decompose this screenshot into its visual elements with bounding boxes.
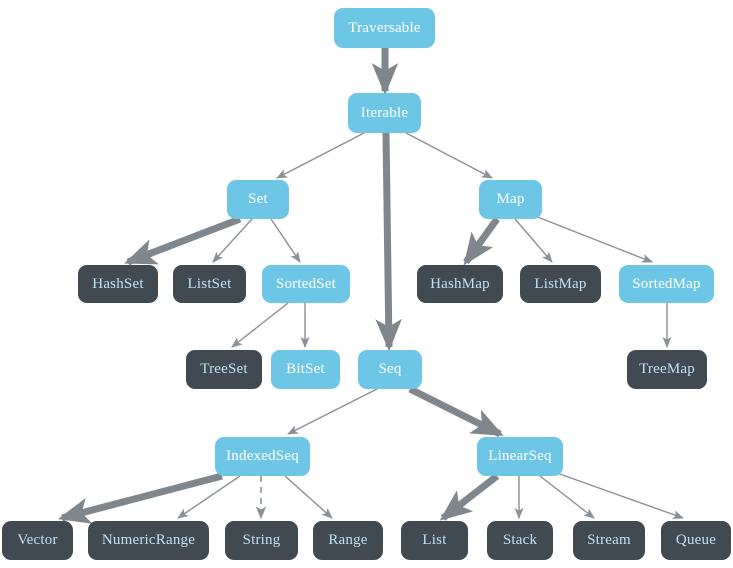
edge-seq-to-linearseq (408, 385, 504, 438)
node-linearseq[interactable]: LinearSeq (477, 437, 563, 476)
node-hashset[interactable]: HashSet (78, 265, 158, 303)
node-treemap[interactable]: TreeMap (627, 350, 707, 389)
node-stream[interactable]: Stream (573, 521, 645, 560)
edge-map-to-listmap (514, 218, 553, 263)
node-map[interactable]: Map (479, 180, 542, 219)
edges (57, 48, 685, 524)
edge-linearseq-to-list (439, 473, 500, 521)
edge-iterable-to-map (405, 132, 493, 179)
node-treeset[interactable]: TreeSet (186, 350, 262, 389)
node-label: Vector (17, 532, 58, 548)
node-label: NumericRange (101, 532, 196, 548)
node-traversable[interactable]: Traversable (334, 8, 435, 48)
node-label: Set (248, 191, 268, 207)
node-bitset[interactable]: BitSet (271, 350, 340, 389)
edge-sortedset-to-treeset (231, 302, 289, 348)
node-label: TreeSet (200, 361, 248, 377)
node-seq[interactable]: Seq (358, 350, 422, 389)
node-label: TreeMap (639, 361, 695, 377)
node-sortedmap[interactable]: SortedMap (619, 265, 714, 303)
node-sortedset[interactable]: SortedSet (262, 265, 350, 303)
node-label: Iterable (360, 104, 409, 121)
node-label: IndexedSeq (226, 448, 299, 464)
node-label: String (242, 532, 281, 548)
node-listmap[interactable]: ListMap (520, 265, 601, 303)
node-label: SortedSet (275, 275, 337, 292)
node-listset[interactable]: ListSet (173, 265, 246, 303)
edge-indexedseq-to-vector (57, 472, 223, 524)
node-label: LinearSeq (488, 448, 552, 464)
node-string[interactable]: String (225, 521, 298, 560)
node-label: Queue (675, 532, 717, 548)
edge-set-to-hashset (124, 215, 242, 266)
node-indexedseq[interactable]: IndexedSeq (215, 437, 310, 476)
node-stack[interactable]: Stack (487, 521, 553, 560)
node-label: HashMap (430, 275, 490, 292)
node-label: List (422, 532, 447, 548)
edge-linearseq-to-stream (539, 475, 595, 519)
node-iterable[interactable]: Iterable (348, 93, 421, 133)
node-label: ListSet (187, 275, 232, 292)
node-label: Map (496, 191, 525, 207)
edge-indexedseq-to-range (284, 475, 333, 519)
edge-map-to-sortedmap (534, 215, 654, 263)
node-label: ListMap (534, 275, 587, 292)
node-label: BitSet (286, 361, 325, 377)
node-list[interactable]: List (401, 521, 468, 560)
edge-indexedseq-to-numericrange (177, 475, 241, 519)
edge-seq-to-indexedseq (287, 388, 378, 435)
node-label: HashSet (92, 275, 144, 292)
node-label: Stack (502, 532, 538, 548)
node-vector[interactable]: Vector (2, 521, 73, 560)
node-label: Seq (378, 361, 402, 377)
edge-iterable-to-seq (375, 132, 402, 352)
edge-iterable-to-set (276, 132, 365, 179)
node-numericrange[interactable]: NumericRange (88, 521, 209, 560)
node-label: SortedMap (632, 275, 701, 292)
edge-map-to-hashmap (463, 216, 500, 266)
node-set[interactable]: Set (227, 180, 289, 219)
edge-linearseq-to-queue (556, 472, 685, 519)
node-hashmap[interactable]: HashMap (417, 265, 503, 303)
node-label: Stream (587, 532, 631, 548)
node-label: Range (328, 532, 368, 548)
node-label: Traversable (348, 19, 421, 36)
node-range[interactable]: Range (313, 521, 383, 560)
edge-set-to-sortedset (270, 218, 301, 263)
edge-set-to-listset (212, 218, 253, 263)
node-queue[interactable]: Queue (661, 521, 731, 560)
